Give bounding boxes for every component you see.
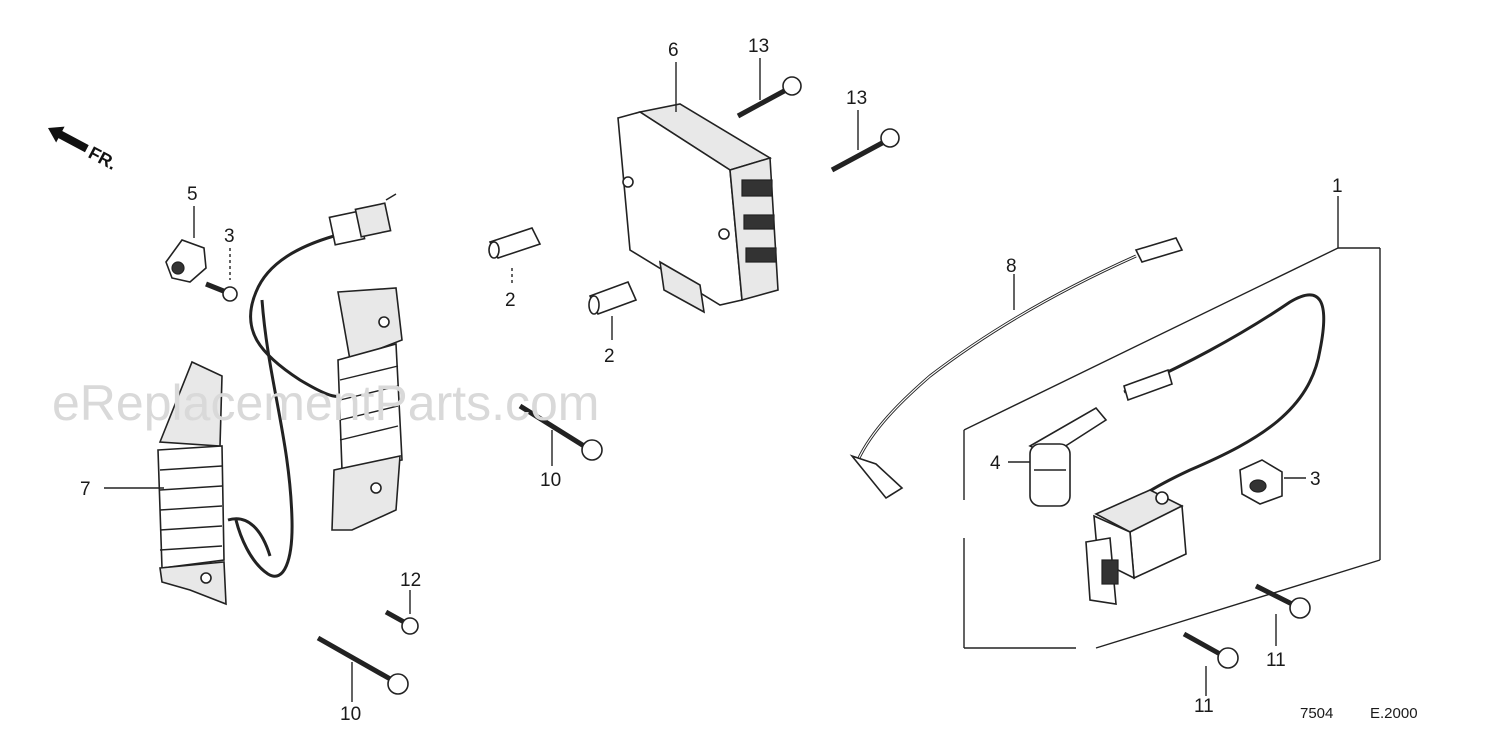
callout-5: 5 [187, 184, 198, 205]
bolt-10-lower [316, 635, 409, 702]
callout-1: 1 [1332, 176, 1343, 197]
diagram-code: 7504 [1300, 705, 1333, 722]
collar-2-lower [588, 280, 638, 340]
bolt-11-right [1254, 583, 1311, 646]
diagram-date: E.2000 [1370, 705, 1418, 722]
direction-mark: FR. [85, 143, 120, 174]
callout-12: 12 [400, 570, 421, 591]
bolt-3-small [205, 248, 238, 302]
charge-coil-assembly [104, 193, 403, 606]
callout-2-lower: 2 [604, 346, 615, 367]
spark-plug-cap-4 [1008, 406, 1108, 507]
callout-11-right: 11 [1266, 650, 1286, 671]
collar-2-upper [488, 227, 542, 284]
callout-6: 6 [668, 40, 679, 61]
ground-wire-8 [849, 237, 1184, 500]
callout-3-small: 3 [224, 226, 235, 247]
callout-10-upper: 10 [540, 470, 561, 491]
callout-2-upper: 2 [505, 290, 516, 311]
bolt-13-lower [830, 110, 900, 173]
clamp-5 [165, 206, 207, 283]
callout-8: 8 [1006, 256, 1017, 277]
callout-3-grommet: 3 [1310, 469, 1321, 490]
bolt-10-upper [518, 403, 603, 466]
callout-13-lower: 13 [846, 88, 867, 109]
bolt-12 [384, 590, 419, 635]
grommet-3 [1239, 459, 1306, 505]
callout-4: 4 [990, 453, 1001, 474]
ignition-coil-assembly-frame [963, 196, 1381, 649]
callout-11-left: 11 [1194, 696, 1214, 717]
callout-13-upper: 13 [748, 36, 769, 57]
watermark: eReplacementParts.com [52, 375, 599, 431]
bolt-13-upper [736, 58, 802, 119]
regulator-module [617, 62, 779, 314]
front-direction-arrow: FR. [48, 126, 120, 174]
ignition-coil [1085, 293, 1326, 605]
callout-7: 7 [80, 479, 91, 500]
bolt-11-left [1182, 631, 1239, 696]
callout-10-lower: 10 [340, 704, 361, 725]
